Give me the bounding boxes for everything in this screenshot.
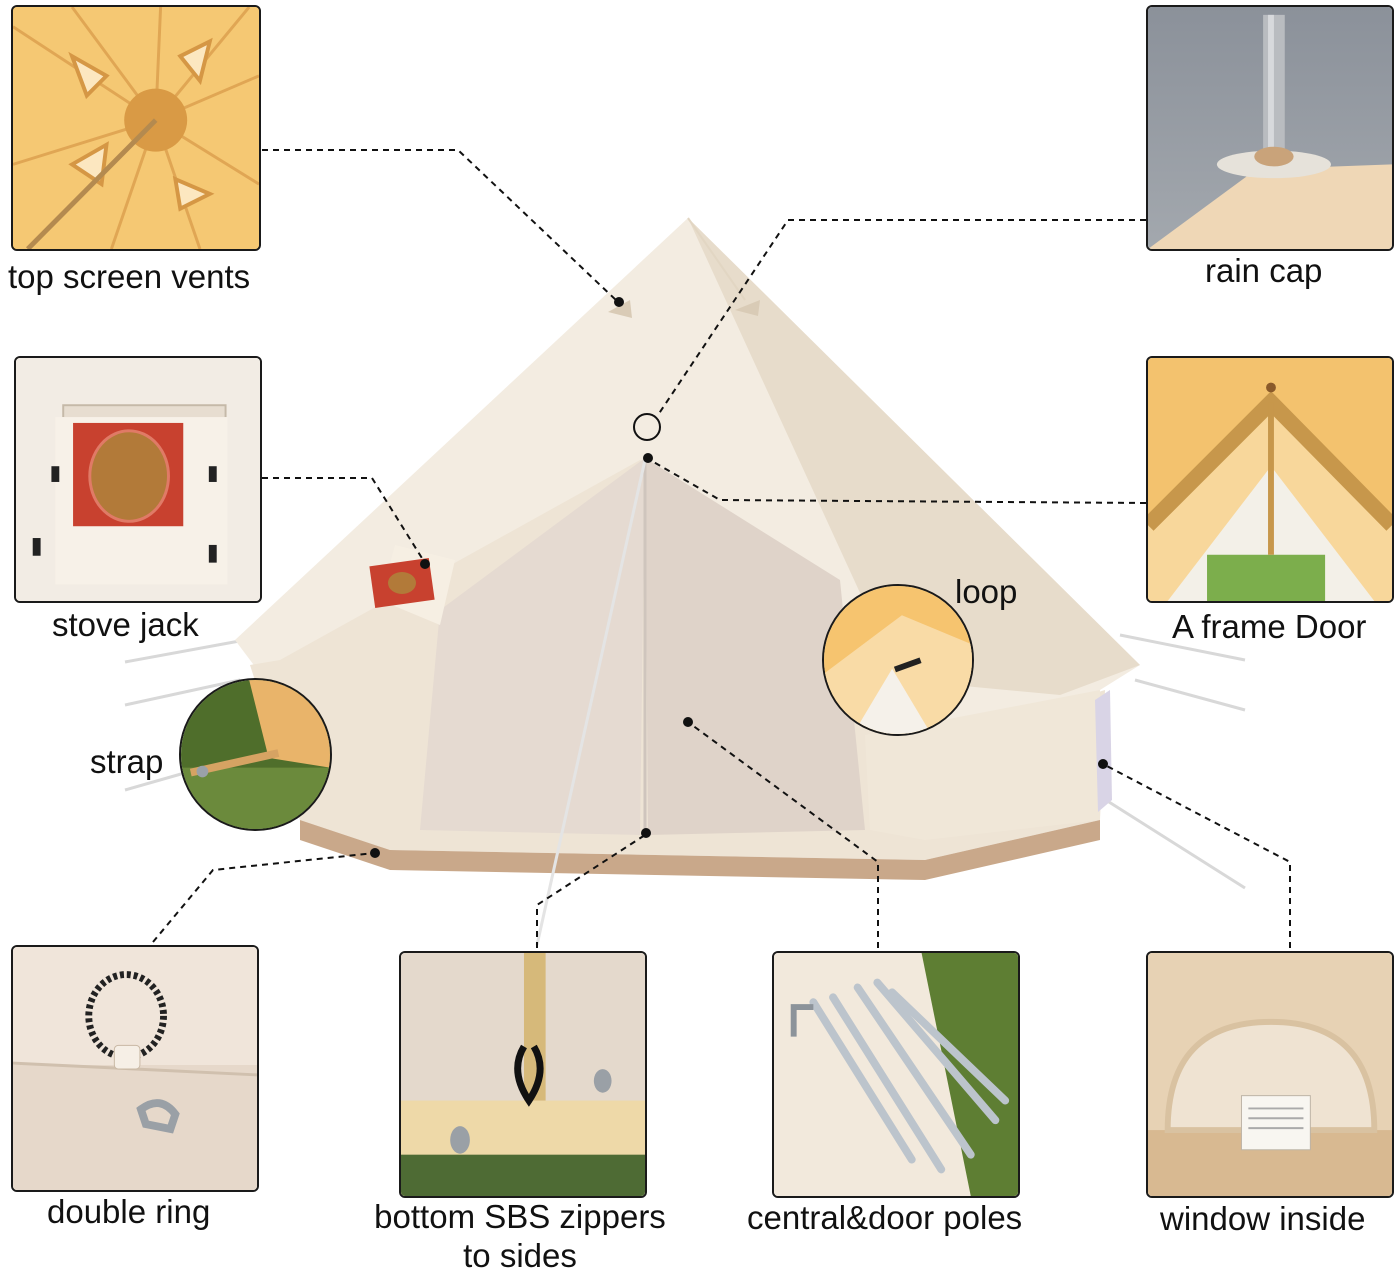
bottom-zippers-photo xyxy=(399,951,647,1198)
caption-strap: strap xyxy=(90,743,164,780)
caption-rain-cap: rain cap xyxy=(1205,252,1323,289)
caption-top-screen-vents: top screen vents xyxy=(8,258,251,295)
caption-bottom-zippers: bottom SBS zippers to sides xyxy=(345,1198,695,1276)
caption-bottom-zippers-line2: to sides xyxy=(463,1236,577,1274)
caption-stove-jack: stove jack xyxy=(52,606,199,643)
caption-bottom-zippers-line1: bottom SBS zippers xyxy=(374,1198,666,1235)
central-door-poles-photo xyxy=(772,951,1020,1198)
strap-detail-photo xyxy=(179,678,332,831)
caption-poles: central&door poles xyxy=(747,1199,1023,1236)
caption-double-ring: double ring xyxy=(47,1193,211,1230)
top-screen-vents-photo xyxy=(11,5,261,251)
caption-a-frame-door: A frame Door xyxy=(1172,608,1367,645)
caption-window-inside: window inside xyxy=(1160,1200,1366,1237)
a-frame-door-photo xyxy=(1146,356,1394,603)
caption-loop: loop xyxy=(955,573,1018,610)
loop-detail-photo xyxy=(822,584,974,736)
stove-jack-photo xyxy=(14,356,262,603)
rain-cap-photo xyxy=(1146,5,1394,251)
window-inside-photo xyxy=(1146,951,1394,1198)
double-ring-photo xyxy=(11,945,259,1192)
